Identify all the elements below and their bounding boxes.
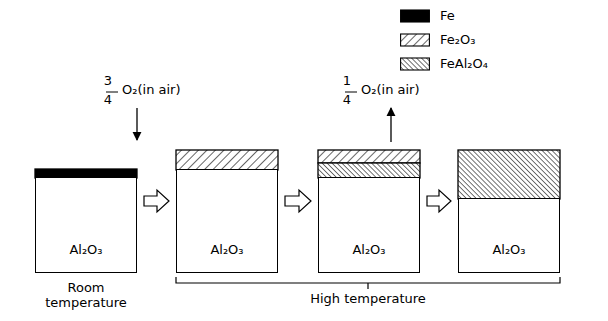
legend-entry: Fe₂O₃	[400, 33, 475, 48]
legend-swatch	[400, 9, 430, 23]
material-label: Al₂O₃	[492, 243, 525, 258]
legend-text: Fe₂O₃	[440, 33, 475, 48]
process-arrow	[285, 190, 311, 212]
oxygen-label: 1	[343, 74, 351, 89]
oxygen-label: 3	[104, 74, 112, 89]
substrate-box: Al₂O₃	[318, 177, 420, 273]
legend-entry: FeAl₂O₄	[400, 57, 488, 72]
bracket	[176, 277, 560, 289]
legend-text: FeAl₂O₄	[440, 57, 488, 72]
substrate-box: Al₂O₃	[35, 177, 137, 273]
oxygen-label: O₂(in air)	[361, 83, 420, 98]
feal2o4-layer	[318, 163, 420, 178]
oxygen-in-arrow	[136, 108, 137, 140]
legend-entry: Fe	[400, 9, 455, 24]
feal2o4-layer	[458, 150, 560, 199]
fe2o3-layer	[176, 150, 278, 170]
temperature-label: High temperature	[310, 292, 426, 307]
oxygen-label: O₂(in air)	[122, 83, 181, 98]
temperature-label: Room temperature	[38, 281, 134, 311]
oxygen-label: 4	[343, 93, 351, 108]
oxygen-out-arrow	[390, 108, 391, 142]
oxygen-label: 4	[104, 93, 112, 108]
process-arrow	[427, 190, 451, 212]
fe2o3-layer	[318, 150, 420, 163]
legend-swatch	[400, 57, 430, 71]
process-arrow	[144, 190, 169, 212]
legend-text: Fe	[440, 9, 455, 24]
substrate-box: Al₂O₃	[458, 198, 560, 273]
substrate-box: Al₂O₃	[176, 169, 278, 273]
legend-swatch	[400, 33, 430, 47]
material-label: Al₂O₃	[352, 243, 385, 258]
material-label: Al₂O₃	[69, 243, 102, 258]
material-label: Al₂O₃	[210, 243, 243, 258]
